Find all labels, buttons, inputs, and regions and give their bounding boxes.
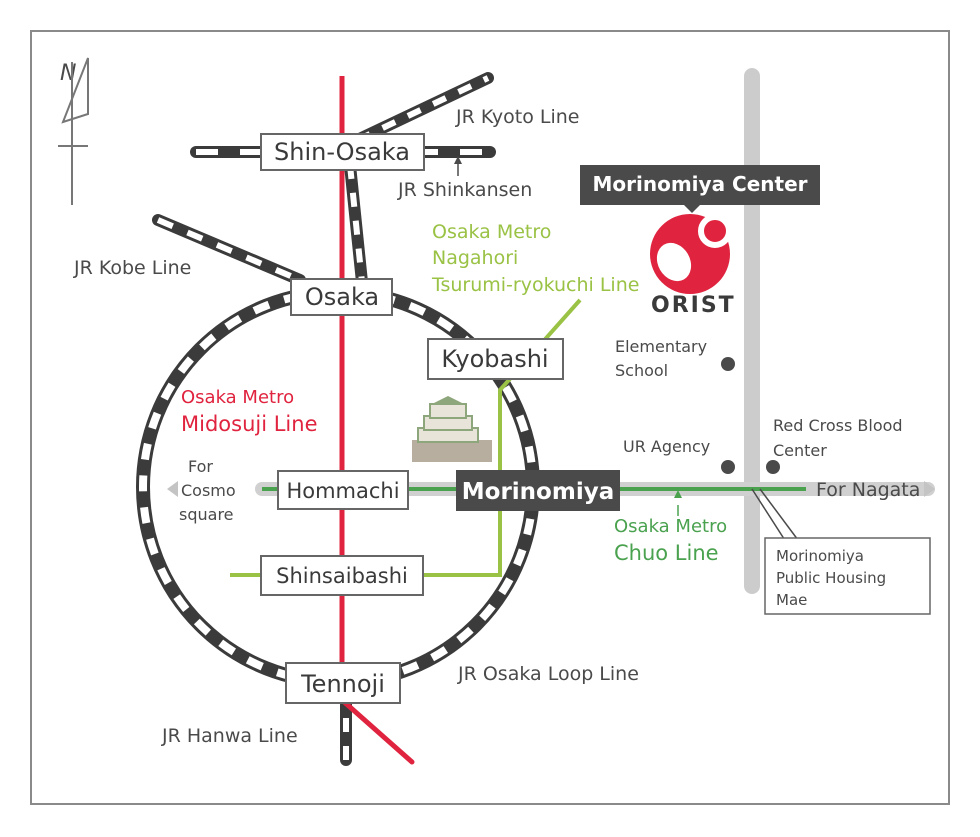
label-cosmo-2: Cosmo bbox=[181, 481, 236, 500]
label-nagahori-1: Osaka Metro bbox=[432, 221, 551, 243]
red-cross-marker bbox=[766, 460, 780, 474]
label-for-nagata: For Nagata bbox=[816, 479, 920, 501]
label-nagahori-3: Tsurumi-ryokuchi Line bbox=[431, 274, 639, 296]
label-jr-hanwa: JR Hanwa Line bbox=[161, 725, 298, 747]
label-red-cross-2: Center bbox=[773, 441, 827, 460]
station-hommachi[interactable]: Hommachi bbox=[277, 470, 409, 510]
label-jr-loop: JR Osaka Loop Line bbox=[457, 663, 639, 685]
station-kyobashi[interactable]: Kyobashi bbox=[427, 338, 564, 380]
label-red-cross-1: Red Cross Blood bbox=[773, 416, 903, 435]
station-shin-osaka-label: Shin-Osaka bbox=[274, 138, 410, 166]
chuo-arrow-up-icon bbox=[674, 490, 682, 498]
orist-text: ORIST bbox=[651, 293, 736, 318]
label-cosmo-3: square bbox=[179, 505, 234, 524]
label-school-1: Elementary bbox=[615, 337, 707, 356]
station-shinsaibashi-label: Shinsaibashi bbox=[276, 564, 408, 588]
label-nagahori-2: Nagahori bbox=[432, 247, 518, 269]
label-jr-kyoto: JR Kyoto Line bbox=[455, 106, 580, 128]
north-arrow-icon: N bbox=[58, 57, 89, 205]
label-jr-kobe: JR Kobe Line bbox=[73, 257, 191, 279]
station-hommachi-label: Hommachi bbox=[286, 479, 399, 503]
station-osaka-label: Osaka bbox=[305, 283, 379, 311]
label-chuo-1: Osaka Metro bbox=[614, 516, 727, 537]
north-label: N bbox=[60, 61, 76, 86]
arrow-left-icon bbox=[167, 481, 178, 497]
map-frame bbox=[30, 30, 950, 805]
midosuji-extension bbox=[339, 697, 415, 765]
osaka-castle-icon bbox=[412, 396, 492, 462]
label-ur-agency: UR Agency bbox=[623, 437, 710, 456]
station-shin-osaka[interactable]: Shin-Osaka bbox=[260, 133, 425, 171]
station-morinomiya[interactable]: Morinomiya bbox=[456, 470, 620, 511]
station-tennoji-label: Tennoji bbox=[300, 670, 385, 698]
station-kyobashi-label: Kyobashi bbox=[441, 345, 548, 373]
station-osaka[interactable]: Osaka bbox=[290, 278, 393, 316]
label-housing-3: Mae bbox=[776, 591, 807, 609]
arrow-right-icon bbox=[924, 481, 935, 497]
school-marker bbox=[721, 357, 735, 371]
center-callout: Morinomiya Center bbox=[580, 165, 820, 213]
label-chuo-2: Chuo Line bbox=[614, 541, 719, 565]
label-school-2: School bbox=[615, 361, 668, 380]
arrow-up-icon bbox=[454, 156, 462, 164]
label-midosuji-1: Osaka Metro bbox=[181, 387, 294, 408]
label-cosmo-1: For bbox=[188, 457, 213, 476]
station-tennoji[interactable]: Tennoji bbox=[285, 662, 401, 704]
label-midosuji-2: Midosuji Line bbox=[181, 412, 318, 436]
station-shinsaibashi[interactable]: Shinsaibashi bbox=[260, 555, 424, 596]
label-jr-shinkansen: JR Shinkansen bbox=[397, 179, 532, 201]
housing-box bbox=[764, 537, 931, 615]
station-morinomiya-label: Morinomiya bbox=[462, 479, 614, 505]
orist-logo: ORIST bbox=[650, 214, 736, 318]
ur-agency-marker bbox=[721, 460, 735, 474]
jr-kobe-track bbox=[152, 214, 306, 286]
label-housing-2: Public Housing bbox=[776, 569, 886, 587]
jr-link-track bbox=[344, 164, 368, 283]
center-title: Morinomiya Center bbox=[593, 172, 808, 196]
label-housing-1: Morinomiya bbox=[776, 547, 864, 565]
